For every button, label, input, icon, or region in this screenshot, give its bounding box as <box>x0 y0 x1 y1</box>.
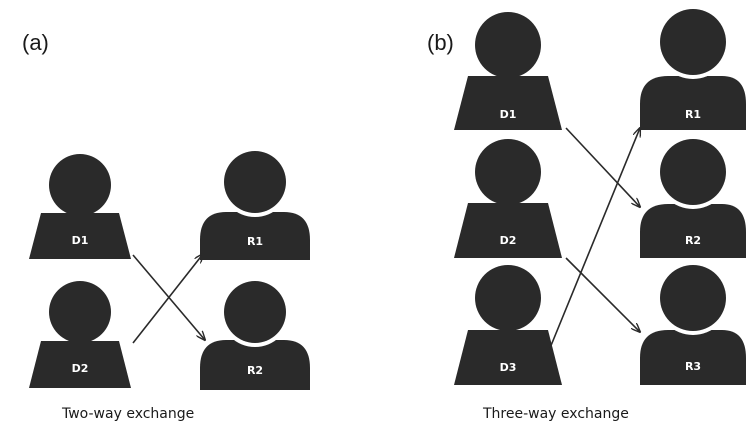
person-body-icon <box>640 76 746 130</box>
recipient-r1-figure: R1 <box>640 5 746 130</box>
person-body-icon <box>29 213 131 259</box>
panel-b-caption: Three-way exchange <box>482 406 629 422</box>
person-body-icon <box>640 204 746 258</box>
person-body-icon <box>454 76 562 130</box>
recipient-r1-figure: R1 <box>200 147 310 260</box>
donor-d1-label: D1 <box>72 234 89 247</box>
recipient-r1-label: R1 <box>247 235 263 248</box>
donor-d1-figure: D1 <box>454 12 562 130</box>
arrow-d3-to-r1 <box>549 128 640 349</box>
person-body-icon <box>454 203 562 258</box>
donor-d3-label: D3 <box>500 361 517 374</box>
donor-d2-figure: D2 <box>454 139 562 258</box>
panel-b: (b) D1 D2 D3 R1 <box>427 5 746 422</box>
panel-b-label: (b) <box>427 30 454 55</box>
donor-d2-figure: D2 <box>29 281 131 388</box>
recipient-r3-figure: R3 <box>640 261 746 385</box>
donor-d3-figure: D3 <box>454 265 562 385</box>
recipient-r2-figure: R2 <box>640 135 746 258</box>
recipient-r1-label: R1 <box>685 108 701 121</box>
person-head-icon <box>49 281 111 343</box>
panel-a: (a) D1 D2 R1 R2 Two-way excha <box>22 30 310 422</box>
person-head-icon <box>660 9 726 75</box>
person-head-icon <box>475 139 541 205</box>
arrow-d2-to-r3 <box>565 257 640 332</box>
person-body-icon <box>200 212 310 260</box>
donor-d2-label: D2 <box>72 362 89 375</box>
recipient-r2-label: R2 <box>247 364 263 377</box>
panel-a-label: (a) <box>22 30 49 55</box>
person-head-icon <box>475 12 541 78</box>
arrow-d2-to-r1 <box>132 254 203 344</box>
person-body-icon <box>640 330 746 385</box>
person-head-icon <box>49 154 111 216</box>
person-head-icon <box>475 265 541 331</box>
person-body-icon <box>200 340 310 390</box>
person-head-icon <box>660 139 726 205</box>
recipient-r2-label: R2 <box>685 234 701 247</box>
person-body-icon <box>454 330 562 385</box>
person-head-icon <box>224 281 286 343</box>
person-body-icon <box>29 341 131 388</box>
person-head-icon <box>660 265 726 331</box>
donor-d2-label: D2 <box>500 234 517 247</box>
donor-d1-label: D1 <box>500 108 517 121</box>
arrow-d1-to-r2 <box>565 127 640 207</box>
recipient-r3-label: R3 <box>685 360 701 373</box>
recipient-r2-figure: R2 <box>200 277 310 390</box>
panel-a-caption: Two-way exchange <box>61 406 194 422</box>
donor-d1-figure: D1 <box>29 154 131 259</box>
person-head-icon <box>224 151 286 213</box>
